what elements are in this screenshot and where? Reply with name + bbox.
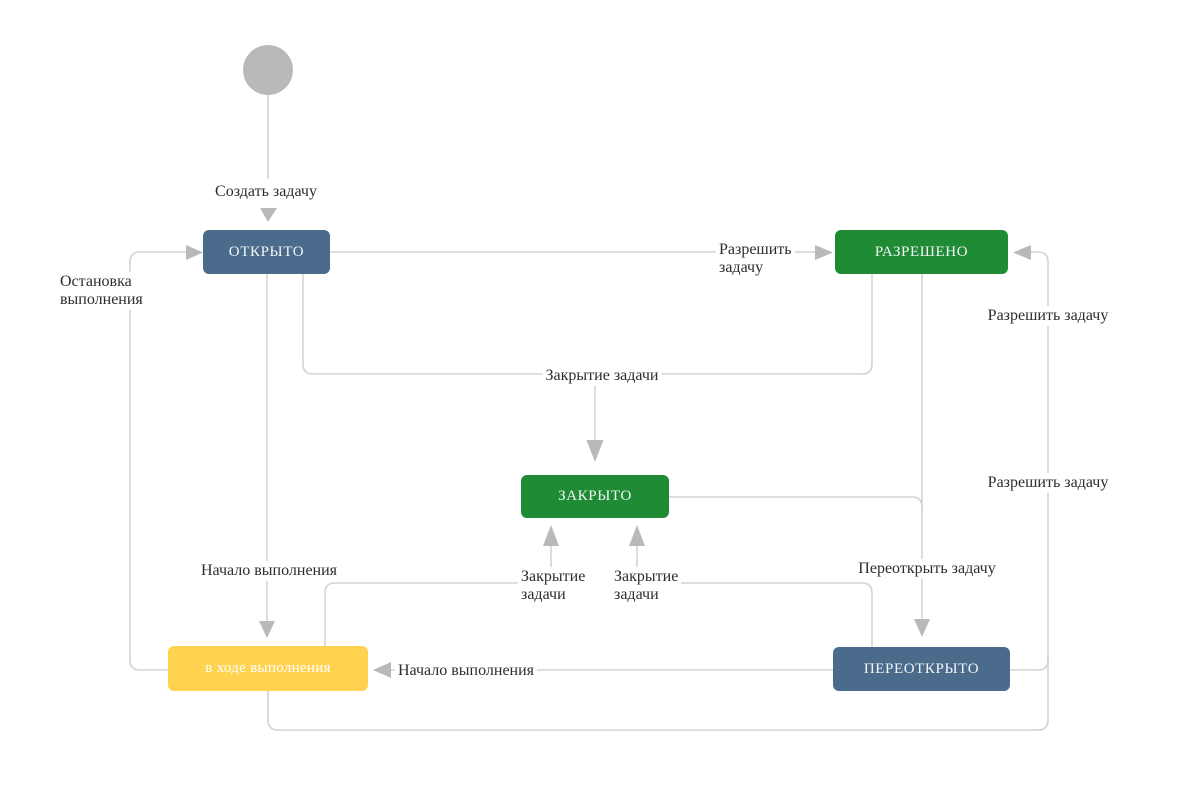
state-node-resolved-label: РАЗРЕШЕНО: [874, 243, 969, 260]
state-node-in-progress[interactable]: в ходе выполнения: [168, 646, 368, 691]
state-node-reopened-label: ПЕРЕОТКРЫТО: [863, 660, 980, 677]
edge-resolve-from-reopened: [1010, 251, 1049, 671]
state-node-in-progress-label: в ходе выполнения: [205, 660, 331, 676]
arrowhead-into-resolved-left: [815, 245, 833, 260]
edge-label-resolve-task-right-bottom: Разрешить задачу: [984, 473, 1112, 493]
state-node-reopened[interactable]: ПЕРЕОТКРЫТО: [833, 647, 1010, 691]
arrowhead-into-inprogress-top: [259, 621, 275, 638]
edge-close-task-top: [302, 274, 873, 375]
edge-label-close-task-left: Закрытие задачи: [518, 567, 589, 605]
arrowhead-into-open-top: [260, 208, 277, 222]
state-node-closed-label: ЗАКРЫТО: [558, 488, 632, 504]
edge-label-close-task-right: Закрытие задачи: [611, 567, 682, 605]
edge-label-resolve-task-right-top: Разрешить задачу: [984, 306, 1112, 326]
edge-label-reopen-task: Переоткрыть задачу: [855, 559, 999, 579]
edge-label-start-progress-mid: Начало выполнения: [394, 661, 538, 681]
start-node-circle: [243, 45, 293, 95]
arrowhead-into-resolved-right: [1013, 245, 1031, 260]
arrowhead-into-closed-bottom-right: [629, 525, 645, 546]
edge-closed-to-reopen-join: [669, 496, 923, 508]
edge-stop-progress: [129, 251, 186, 671]
arrowhead-into-reopened-top: [914, 619, 930, 637]
arrowhead-into-inprogress-right: [373, 662, 391, 678]
arrowhead-into-closed-bottom-left: [543, 525, 559, 546]
edge-label-stop-progress: Остановка выполнения: [57, 272, 146, 310]
arrowhead-into-open-left: [186, 245, 203, 260]
edge-label-close-task-top: Закрытие задачи: [542, 366, 662, 386]
edge-resolve-from-inprogress: [267, 656, 1049, 731]
edge-label-create-task: Создать задачу: [212, 182, 320, 202]
state-node-resolved[interactable]: РАЗРЕШЕНО: [835, 230, 1008, 274]
state-node-closed[interactable]: ЗАКРЫТО: [521, 475, 669, 518]
arrowhead-into-closed-top: [586, 440, 604, 462]
edge-label-start-progress-top: Начало выполнения: [197, 561, 341, 581]
edge-label-resolve-task-left: Разрешить задачу: [716, 240, 795, 278]
state-node-open[interactable]: ОТКРЫТО: [203, 230, 330, 274]
state-node-open-label: ОТКРЫТО: [228, 243, 305, 260]
